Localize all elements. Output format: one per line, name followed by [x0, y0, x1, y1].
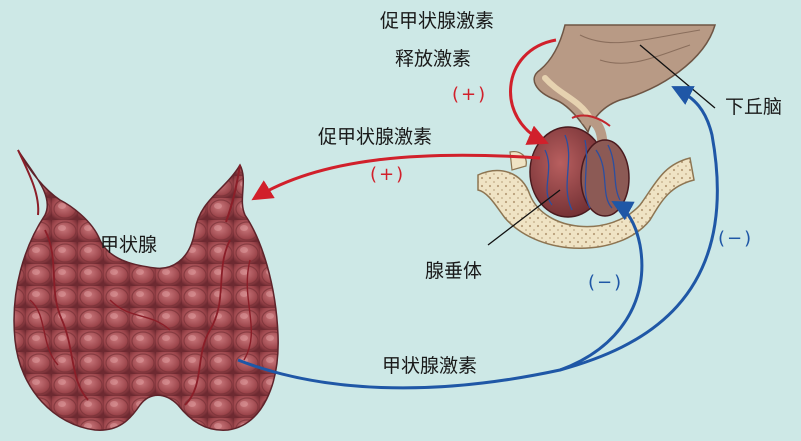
feedback-pituitary-sign: (−) [588, 274, 623, 292]
tsh-label: 促甲状腺激素 [318, 128, 432, 147]
hypothalamus-illustration [534, 25, 715, 132]
thyroid-gland-illustration [14, 150, 278, 430]
trh-label-line2: 释放激素 [395, 50, 471, 69]
feedback-arrow-hypothalamus [238, 88, 717, 388]
tsh-effect-sign: (+) [370, 166, 405, 184]
trh-label-line1: 促甲状腺激素 [380, 12, 494, 31]
trh-effect-sign: (+) [452, 86, 487, 104]
thyroid-hormone-label: 甲状腺激素 [382, 357, 477, 376]
pituitary-label: 腺垂体 [425, 262, 482, 281]
thyroid-label: 甲状腺 [100, 236, 157, 255]
feedback-hypothalamus-sign: (−) [718, 230, 753, 248]
hypothalamus-label: 下丘脑 [725, 98, 782, 117]
